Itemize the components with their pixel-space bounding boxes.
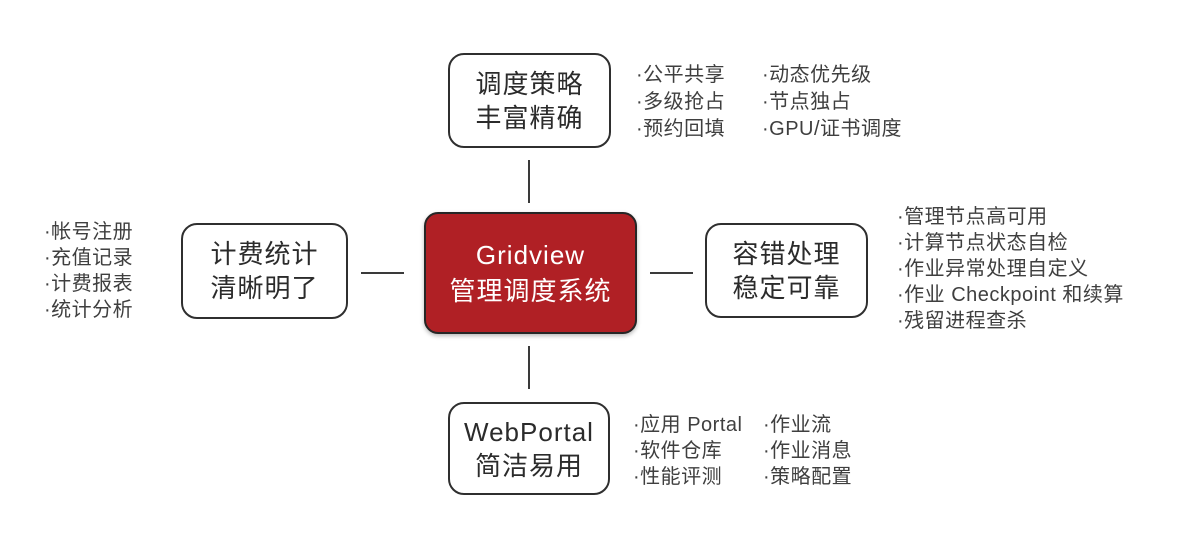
bullet-item: ·动态优先级	[762, 64, 872, 86]
node-scheduling-strategy: 调度策略 丰富精确	[448, 53, 611, 148]
bullet-item: ·充值记录	[44, 247, 134, 269]
bullet-item: ·公平共享	[636, 64, 726, 86]
bullet-item: ·作业消息	[763, 440, 853, 462]
node-webportal: WebPortal 简洁易用	[448, 402, 610, 495]
bullet-list-scheduling-col1: ·公平共享 ·多级抢占 ·预约回填	[636, 62, 725, 143]
bullet-item: ·多级抢占	[636, 91, 726, 113]
bullet-item: ·策略配置	[763, 466, 853, 488]
bullet-item: ·软件仓库	[633, 440, 723, 462]
bullet-item: ·计算节点状态自检	[897, 232, 1069, 254]
node-title-line: 丰富精确	[475, 102, 584, 133]
bullet-item: ·预约回填	[636, 118, 726, 140]
bullet-item: ·节点独占	[762, 91, 852, 113]
node-title-line: 计费统计	[210, 239, 319, 269]
connector-right	[650, 272, 693, 274]
bullet-item: ·管理节点高可用	[897, 206, 1048, 228]
connector-bottom	[528, 346, 530, 389]
bullet-item: ·作业异常处理自定义	[897, 258, 1089, 280]
bullet-item: ·计费报表	[44, 273, 134, 295]
node-gridview-center: Gridview 管理调度系统	[424, 212, 637, 334]
center-title-zh: 管理调度系统	[449, 276, 612, 306]
node-billing-stats: 计费统计 清晰明了	[181, 223, 348, 319]
bullet-item: ·性能评测	[633, 466, 723, 488]
node-title-line: 稳定可靠	[732, 272, 841, 303]
node-title-line: 清晰明了	[210, 273, 319, 303]
bullet-item: ·统计分析	[44, 299, 134, 321]
bullet-item: ·应用 Portal	[633, 414, 743, 436]
bullet-list-webportal-col2: ·作业流 ·作业消息 ·策略配置	[763, 412, 852, 490]
bullet-list-billing: ·帐号注册 ·充值记录 ·计费报表 ·统计分析	[44, 219, 133, 323]
bullet-item: ·GPU/证书调度	[762, 118, 903, 140]
bullet-list-scheduling-col2: ·动态优先级 ·节点独占 ·GPU/证书调度	[762, 62, 902, 143]
bullet-item: ·作业流	[763, 414, 832, 436]
bullet-item: ·作业 Checkpoint 和续算	[897, 284, 1124, 306]
node-title-line: 调度策略	[475, 68, 584, 99]
bullet-item: ·帐号注册	[44, 221, 134, 243]
node-title-line: 容错处理	[732, 238, 841, 269]
node-fault-tolerance: 容错处理 稳定可靠	[705, 223, 868, 318]
connector-top	[528, 160, 530, 203]
node-title-line: 简洁易用	[474, 450, 583, 481]
center-title-en: Gridview	[475, 240, 586, 270]
bullet-list-webportal-col1: ·应用 Portal ·软件仓库 ·性能评测	[633, 412, 742, 490]
connector-left	[361, 272, 404, 274]
bullet-list-fault-tolerance: ·管理节点高可用 ·计算节点状态自检 ·作业异常处理自定义 ·作业 Checkp…	[897, 204, 1124, 334]
bullet-item: ·残留进程查杀	[897, 310, 1028, 332]
node-title-line: WebPortal	[464, 416, 594, 447]
